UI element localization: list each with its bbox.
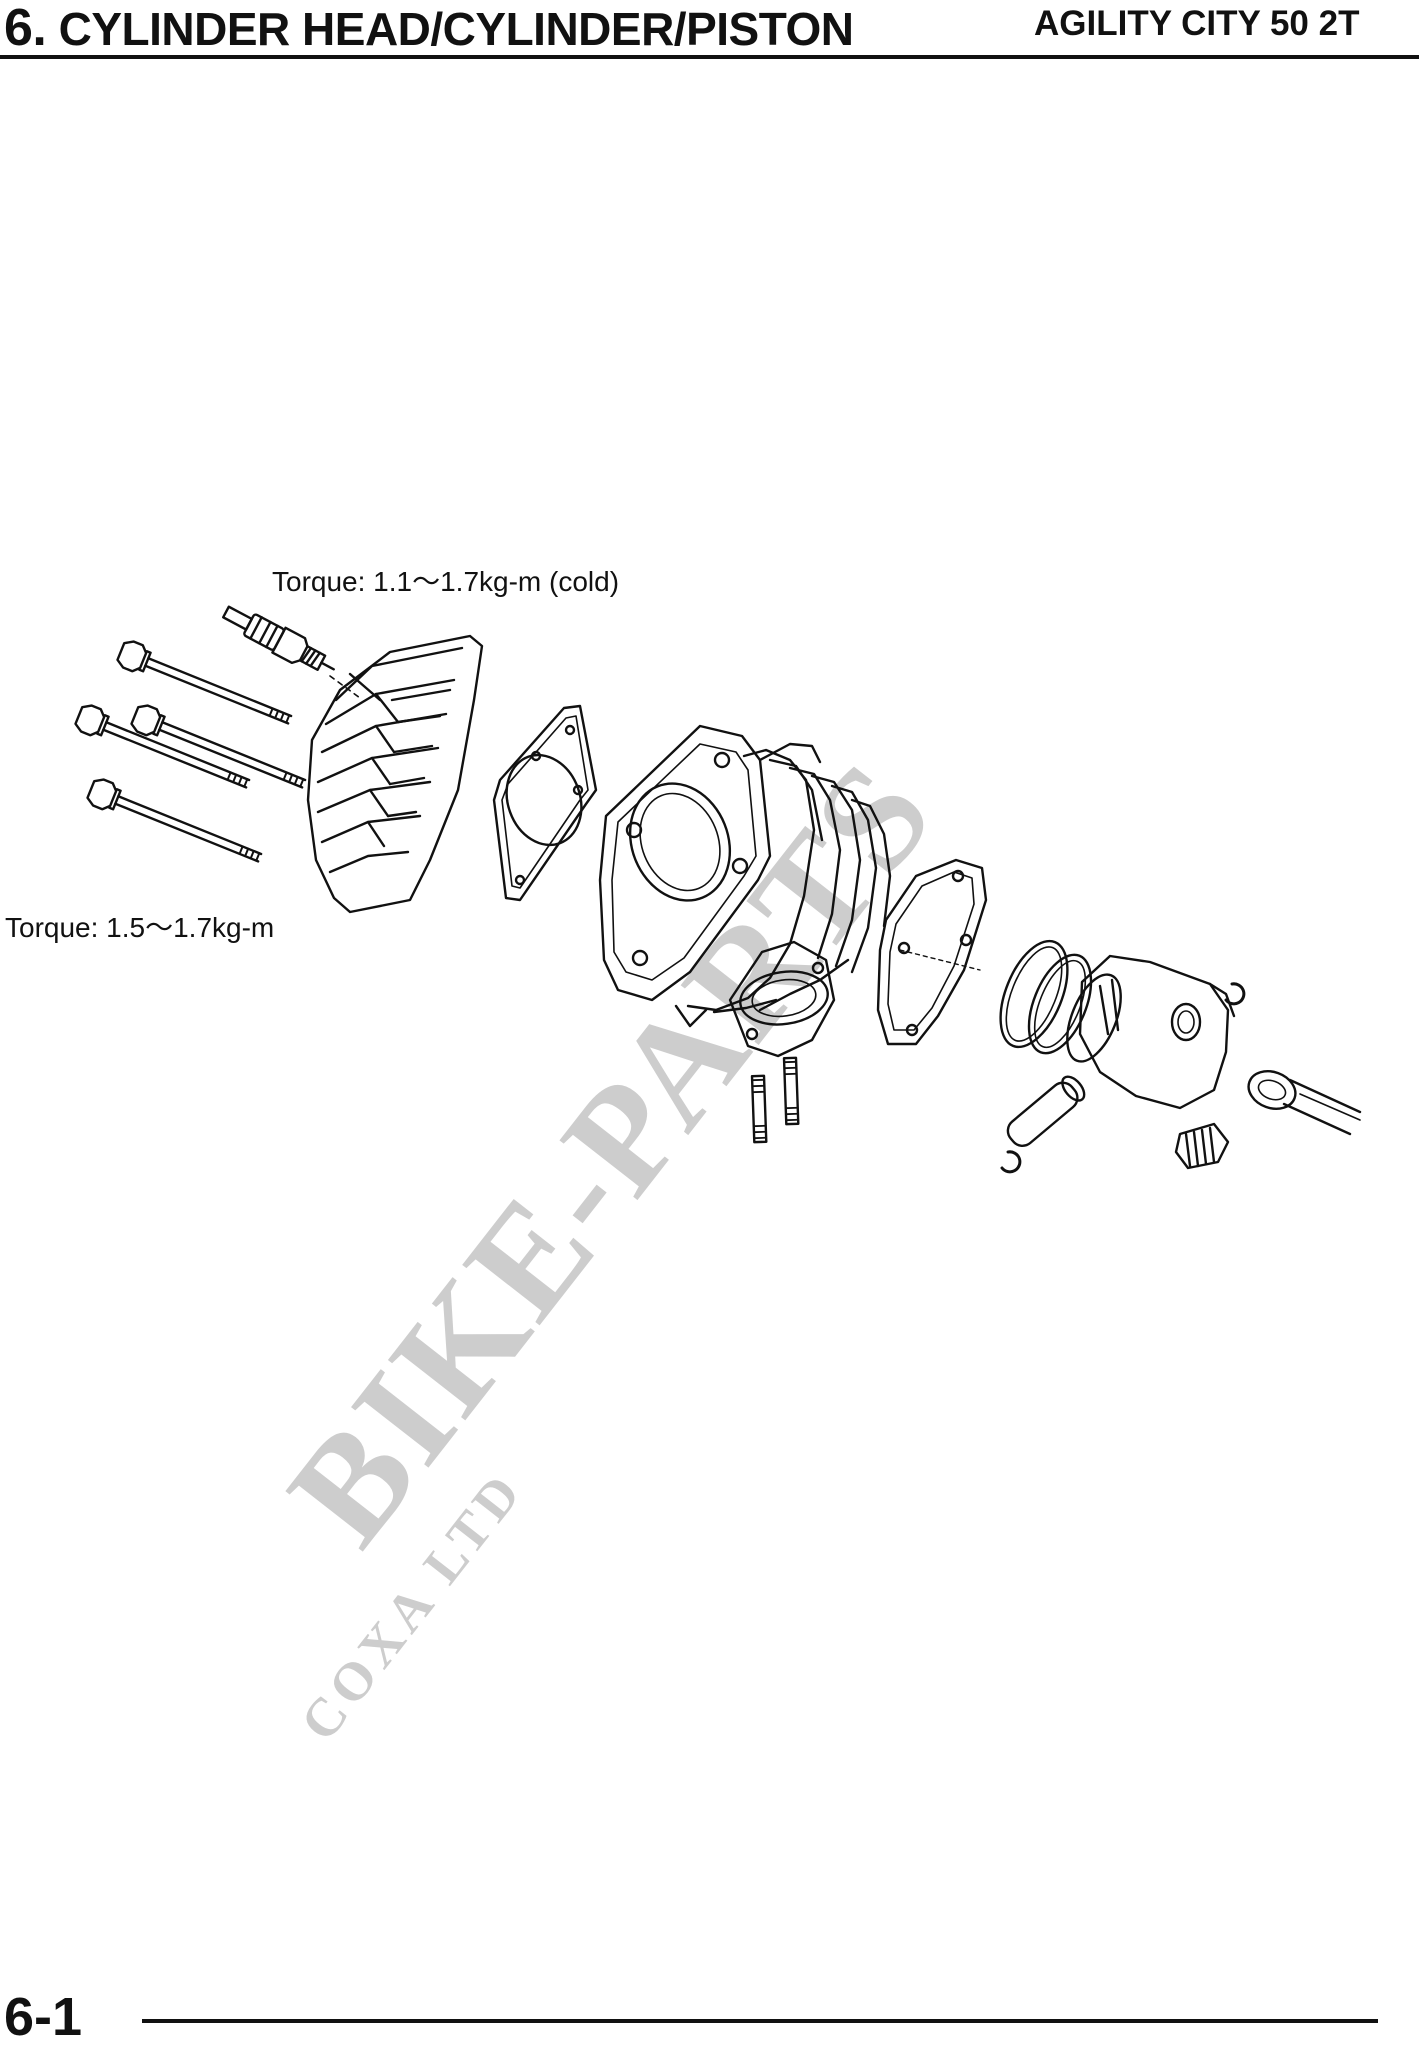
piston-rings — [999, 939, 1093, 1055]
piston-pin — [1006, 1075, 1086, 1148]
model-name: AGILITY CITY 50 2T — [1034, 4, 1360, 43]
footer-rule — [142, 2019, 1378, 2023]
head-bolts — [74, 640, 307, 863]
spark-plug — [221, 605, 361, 699]
exhaust-flange — [728, 940, 836, 1058]
section-title: 6. CYLINDER HEAD/CYLINDER/PISTON — [4, 2, 854, 55]
page-number: 6-1 — [4, 1987, 83, 2047]
head-bolt-torque-label: Torque: 1.5～1.7kg-m — [5, 912, 275, 943]
head-bolt — [116, 640, 293, 725]
section-number: 6. — [4, 0, 47, 57]
head-bolt — [74, 704, 251, 789]
spark-plug-torque-label: Torque: 1.1～1.7kg-m (cold) — [272, 566, 620, 597]
piston-pin-clips — [1000, 982, 1246, 1174]
header-rule — [0, 55, 1419, 59]
head-bolt — [86, 778, 263, 863]
page-header: 6. CYLINDER HEAD/CYLINDER/PISTON AGILITY… — [0, 0, 1419, 60]
page-footer: 6-1 — [0, 1960, 1419, 2047]
connecting-rod — [1247, 1069, 1362, 1136]
head-gasket — [492, 704, 598, 902]
needle-bearing — [1174, 1122, 1230, 1170]
section-title-text: CYLINDER HEAD/CYLINDER/PISTON — [58, 3, 854, 55]
stud-bolts — [750, 1056, 800, 1144]
piston — [1066, 954, 1236, 1110]
cylinder — [598, 724, 892, 1028]
cylinder-head — [306, 634, 484, 914]
head-bolt — [130, 704, 307, 789]
base-gasket — [876, 858, 988, 1046]
